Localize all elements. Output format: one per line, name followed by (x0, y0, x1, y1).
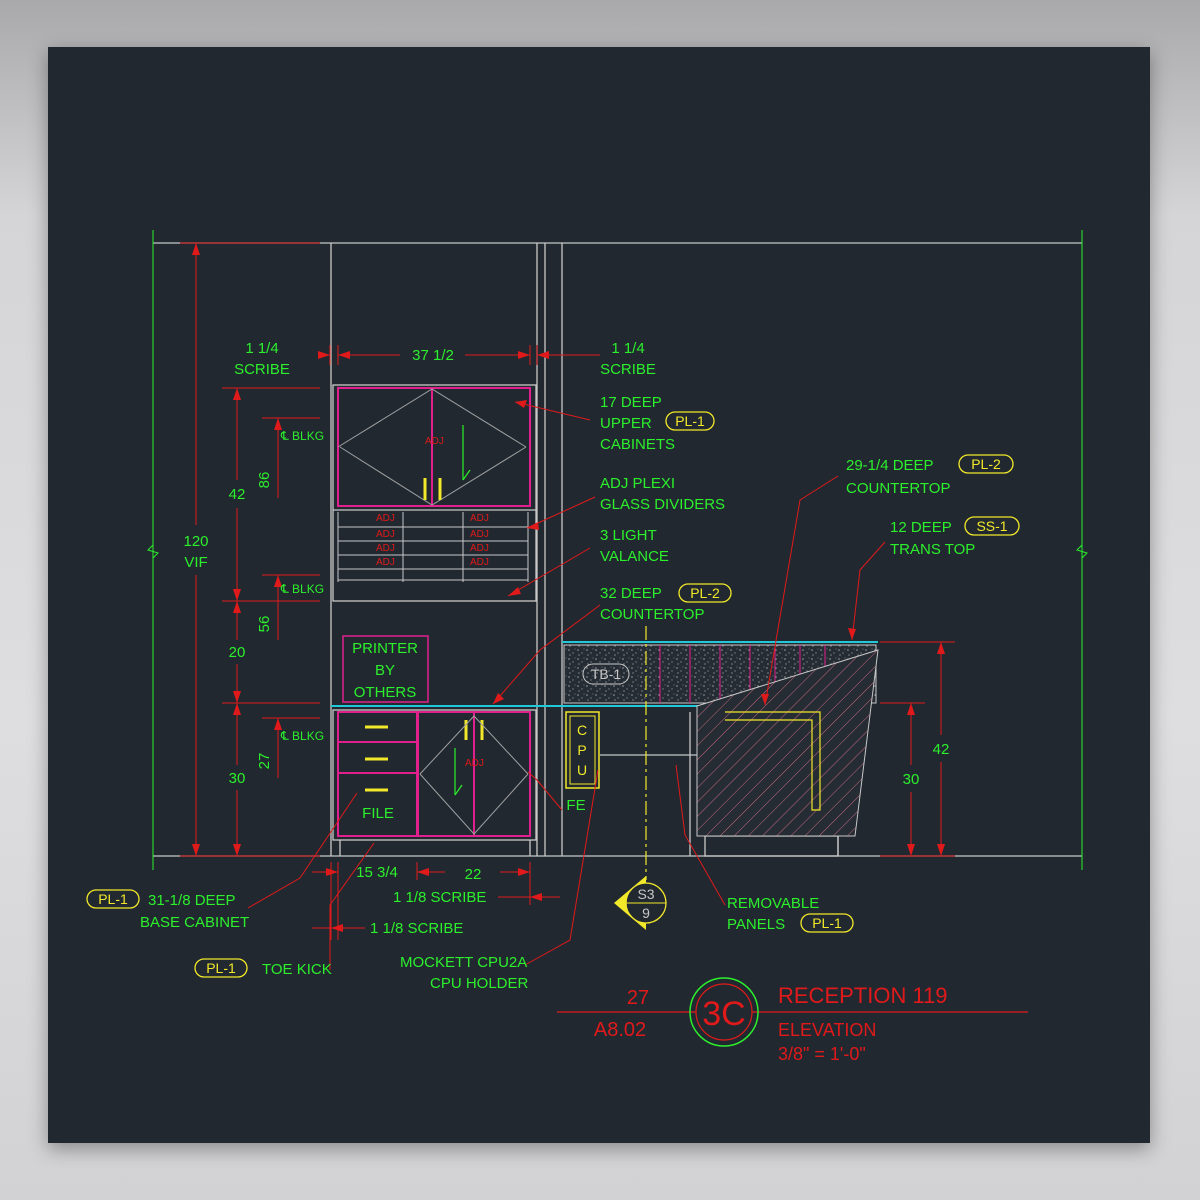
printer-box: PRINTER BY OTHERS (342, 635, 429, 703)
removable-note-2: PANELS (727, 916, 785, 933)
printer-label-3: OTHERS (354, 684, 417, 701)
counter32-tag: PL-2 (690, 585, 720, 601)
adj-label: ADJ (376, 513, 395, 524)
section-marker: S3 9 (614, 626, 667, 930)
counter32-note-1: 32 DEEP (600, 585, 662, 602)
file-label: FILE (362, 805, 394, 822)
cpu-letter-c: C (577, 722, 587, 738)
upper-cab-note-1: 17 DEEP (600, 394, 662, 411)
dimension-arrows (192, 243, 945, 932)
dimension-labels: 1 1/4 SCRIBE 37 1/2 1 1/4 SCRIBE 120 VIF… (183, 340, 949, 937)
material-tags: PL-1 PL-2 PL-2 SS-1 PL-1 PL-1 PL-1 (86, 411, 1020, 978)
trans-tag: SS-1 (976, 518, 1007, 534)
total-height-label: VIF (184, 554, 207, 571)
counter29-tag: PL-2 (971, 456, 1001, 472)
sheet-number: A8.02 (594, 1019, 646, 1041)
base-cab-note-1: 31-1/8 DEEP (148, 892, 236, 909)
cpu-letter-p: P (577, 742, 586, 758)
drawing-scale: 3/8" = 1'-0" (778, 1044, 866, 1064)
adj-label: ADJ (470, 513, 489, 524)
upper-height-label: 42 (229, 486, 246, 503)
counter-height-30: 30 (903, 771, 920, 788)
trans-note-1: 12 DEEP (890, 519, 952, 536)
base-cabinet: ADJ FILE (337, 711, 531, 837)
plexi-note-2: GLASS DIVIDERS (600, 496, 725, 513)
valance-note-1: 3 LIGHT (600, 527, 657, 544)
base-cab-note-2: BASE CABINET (140, 914, 249, 931)
shelf-dividers (337, 512, 529, 582)
scribe-base-right: 1 1/8 SCRIBE (393, 889, 486, 906)
adj-label: ADJ (376, 557, 395, 568)
removable-note-1: REMOVABLE (727, 895, 819, 912)
upper-width-label: 37 1/2 (412, 347, 454, 364)
removable-tag: PL-1 (812, 915, 842, 931)
blkg-label-upper: ℄ BLKG (280, 429, 324, 443)
callout-notes: 17 DEEP UPPER CABINETS ADJ PLEXI GLASS D… (140, 394, 975, 992)
upper-cab-note-2: UPPER (600, 415, 652, 432)
base-height-label: 30 (229, 770, 246, 787)
cpu-letter-u: U (577, 762, 587, 778)
scribe-base-left: 1 1/8 SCRIBE (370, 920, 463, 937)
section-top-label: S3 (637, 886, 654, 902)
section-bottom-label: 9 (642, 905, 650, 921)
mockett-note-1: MOCKETT CPU2A (400, 954, 527, 971)
drawing-subtitle: ELEVATION (778, 1020, 876, 1040)
red-dimension-lines (180, 242, 955, 970)
upper-cabinet: ADJ ADJ ADJ ADJ ADJ ADJ ADJ ADJ ADJ (337, 387, 531, 582)
countertop (331, 641, 878, 707)
plexi-note-1: ADJ PLEXI (600, 475, 675, 492)
counter29-note-1: 29-1/4 DEEP (846, 457, 934, 474)
adj-label: ADJ (470, 557, 489, 568)
printer-label-1: PRINTER (352, 640, 418, 657)
scribe-right-label: SCRIBE (600, 361, 656, 378)
fe-label: FE (566, 797, 585, 814)
hatched-pedestal (696, 649, 879, 837)
base-cab-tag: PL-1 (98, 891, 128, 907)
dimension-lines (147, 230, 1088, 870)
adj-label: ADJ (376, 529, 395, 540)
mockett-note-2: CPU HOLDER (430, 975, 529, 992)
title-block: 3C 27 A8.02 RECEPTION 119 ELEVATION 3/8"… (557, 977, 1028, 1064)
toe-kick-note: TOE KICK (262, 961, 332, 978)
base-left-width: 15 3/4 (356, 864, 398, 881)
blkg-upper-height: 86 (256, 472, 273, 489)
blkg-label-middle: ℄ BLKG (280, 582, 324, 596)
adj-label: ADJ (376, 543, 395, 554)
upper-cab-tag: PL-1 (675, 413, 705, 429)
trans-note-2: TRANS TOP (890, 541, 975, 558)
blkg-label-base: ℄ BLKG (280, 729, 324, 743)
scribe-left-label: SCRIBE (234, 361, 290, 378)
counter-height-42: 42 (933, 741, 950, 758)
middle-height-label: 20 (229, 644, 246, 661)
drawing-id: 3C (702, 995, 745, 1033)
drawing-title: RECEPTION 119 (778, 983, 948, 1008)
adj-label: ADJ (470, 543, 489, 554)
counter29-note-2: COUNTERTOP (846, 480, 950, 497)
total-height-value: 120 (183, 533, 208, 550)
toe-kick-tag: PL-1 (206, 960, 236, 976)
scribe-right-value: 1 1/4 (611, 340, 644, 357)
blkg-middle-height: 56 (256, 616, 273, 633)
scribe-left-value: 1 1/4 (245, 340, 278, 357)
ref-number: 27 (627, 987, 649, 1009)
tb-tag: TB-1 (591, 666, 622, 682)
printer-label-2: BY (375, 662, 395, 679)
adj-label: ADJ (470, 529, 489, 540)
blkg-base-height: 27 (256, 753, 273, 770)
adj-label: ADJ (425, 436, 444, 447)
drawing-canvas: ADJ ADJ ADJ ADJ ADJ ADJ ADJ ADJ ADJ PRIN… (48, 47, 1150, 1143)
valance-note-2: VALANCE (600, 548, 669, 565)
base-right-width: 22 (465, 866, 482, 883)
cpu-holder: C P U FE (565, 711, 600, 814)
upper-cab-note-3: CABINETS (600, 436, 675, 453)
counter32-note-2: COUNTERTOP (600, 606, 704, 623)
adj-label: ADJ (465, 758, 484, 769)
